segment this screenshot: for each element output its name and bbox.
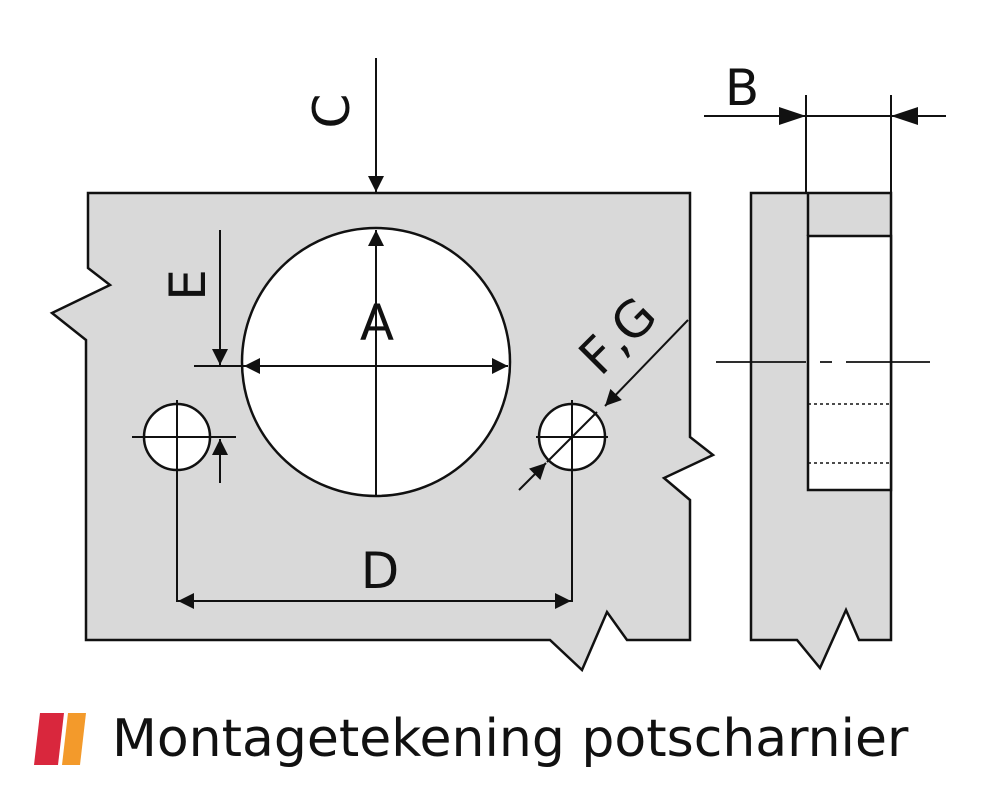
label-c: C: [303, 94, 361, 129]
label-e: E: [159, 269, 217, 301]
caption: Montagetekening potscharnier: [112, 709, 909, 769]
brand-logo-icon: [34, 713, 86, 765]
label-b: B: [725, 59, 759, 117]
b-arrow-left: [779, 107, 806, 125]
fg-arrow-lower: [518, 462, 547, 491]
b-arrow-right: [891, 107, 918, 125]
label-d: D: [361, 542, 400, 600]
hinge-mounting-drawing: B A C E F,G D: [49, 58, 946, 673]
fg-diameter-line: [546, 411, 598, 463]
footer: Montagetekening potscharnier: [34, 704, 908, 774]
fg-dimension-line: [604, 319, 689, 407]
cup-recess-section: [806, 234, 893, 492]
label-a: A: [360, 294, 394, 352]
